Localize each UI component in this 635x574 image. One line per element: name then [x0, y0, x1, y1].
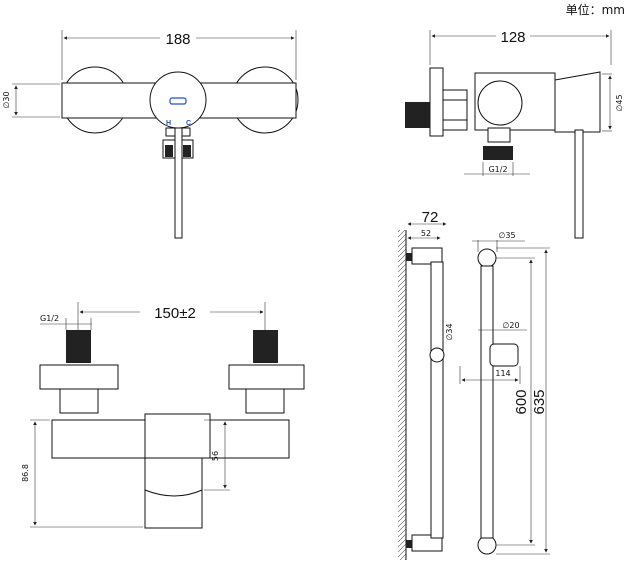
bar-diameter-dimension: ∅34 [445, 323, 454, 340]
side-lever [574, 129, 584, 239]
wall-side-bar [430, 261, 444, 539]
front-slide-bar [480, 265, 494, 539]
units-label: 单位：mm [566, 2, 625, 17]
outlet-height-dimension: 56 [211, 451, 220, 461]
front-view: 188 H C ∅30 [2, 28, 299, 239]
wall-offset-dimension: 72 [422, 209, 439, 226]
end-diameter-dimension: ∅30 [2, 91, 11, 108]
side-body [474, 72, 556, 131]
body-height-dimension: 86.8 [21, 464, 30, 482]
side-depth-dimension: 128 [500, 29, 525, 46]
bar-length-dimension: 600 [513, 389, 530, 414]
total-length-dimension: 635 [531, 389, 548, 414]
right-inlet-thread [253, 330, 278, 363]
front-width-dimension: 188 [165, 31, 190, 48]
temperature-indicator [169, 97, 187, 105]
bottom-inlet-thread-label: G1/2 [40, 314, 59, 323]
bracket-depth-dimension: 52 [421, 229, 431, 238]
side-body-diameter-dimension: ∅45 [615, 94, 624, 111]
hot-label: H [166, 120, 171, 127]
shower-holder [489, 343, 519, 367]
slide-bar-view: 72 52 ∅34 ∅35 ∅20 114 600 [398, 209, 550, 560]
holder-diameter-dimension: ∅20 [502, 321, 519, 330]
bottom-view: G1/2 150±2 86.8 56 [21, 302, 305, 529]
wall-hatch [398, 230, 406, 560]
side-view: 128 ∅45 G1/2 [405, 27, 624, 239]
front-lever [174, 127, 183, 239]
inlet-spacing-dimension: 150±2 [154, 305, 196, 322]
cold-label: C [186, 120, 191, 127]
holder-length-dimension: 114 [495, 369, 510, 378]
pipe-diameter-dimension: ∅35 [498, 231, 515, 240]
side-inlet-thread-label: G1/2 [488, 165, 507, 174]
left-inlet-thread [66, 330, 91, 363]
